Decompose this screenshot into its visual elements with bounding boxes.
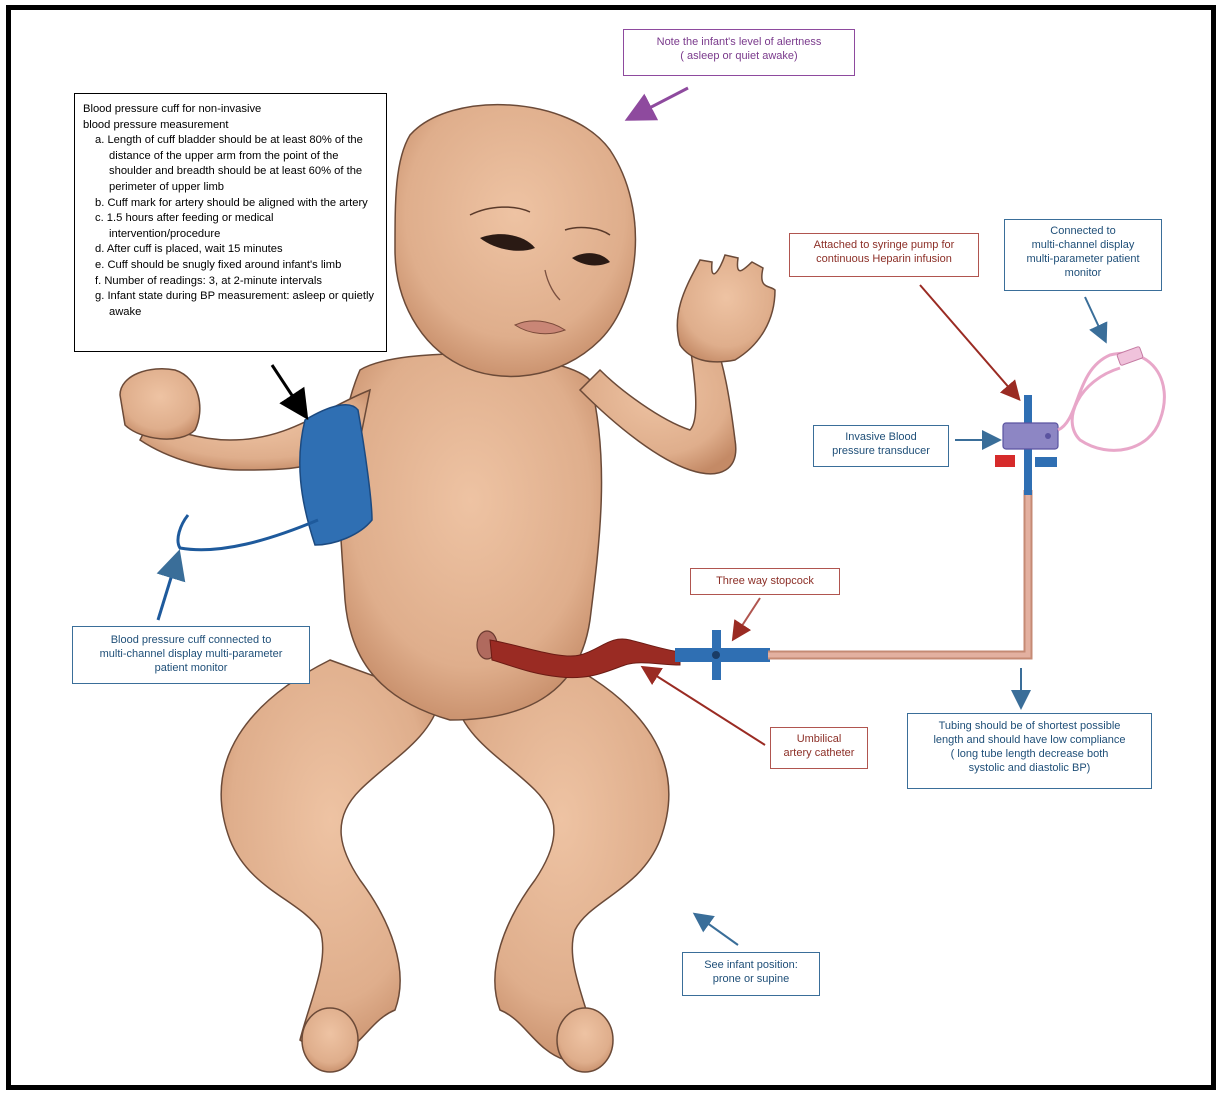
alertness-line-2: ( asleep or quiet awake) — [628, 49, 850, 63]
left-foot — [302, 1008, 358, 1072]
monitor-line-3: multi-parameter patient — [1007, 252, 1159, 266]
position-arrow — [696, 915, 738, 945]
alertness-label: Note the infant's level of alertness ( a… — [623, 29, 855, 76]
transducer-line-2: pressure transducer — [816, 444, 946, 458]
cuff-item-e: e. Cuff should be snugly fixed around in… — [95, 258, 378, 274]
cuff-item-c: c. 1.5 hours after feeding or medical in… — [95, 211, 378, 242]
monitor-arrow — [1085, 297, 1105, 340]
stopcock-arrow — [734, 598, 760, 638]
three-way-stopcock — [675, 630, 770, 680]
cuff-heading-line-1: Blood pressure cuff for non-invasive — [83, 102, 378, 118]
monitor-line-2: multi-channel display — [1007, 238, 1159, 252]
alertness-line-1: Note the infant's level of alertness — [628, 35, 850, 49]
catheter-label: Umbilical artery catheter — [770, 727, 868, 769]
left-fist — [120, 369, 200, 439]
cuff-instructions-box: Blood pressure cuff for non-invasive blo… — [74, 93, 387, 352]
syringe-line-1: Attached to syringe pump for — [792, 238, 976, 252]
tubing-line-4: systolic and diastolic BP) — [910, 761, 1149, 775]
tubing-label: Tubing should be of shortest possible le… — [907, 713, 1152, 789]
syringe-pump-label: Attached to syringe pump for continuous … — [789, 233, 979, 277]
cuff-item-d: d. After cuff is placed, wait 15 minutes — [95, 242, 378, 258]
alertness-arrow — [630, 88, 688, 118]
monitor-line-4: monitor — [1007, 266, 1159, 280]
right-hand — [677, 255, 775, 362]
monitor-cable — [1058, 353, 1164, 450]
cuff-item-b: b. Cuff mark for artery should be aligne… — [95, 196, 378, 212]
catheter-line-2: artery catheter — [773, 746, 865, 760]
legs — [221, 660, 669, 1072]
cuff-monitor-label: Blood pressure cuff connected to multi-c… — [72, 626, 310, 684]
syringe-arrow — [920, 285, 1018, 398]
cuff-arrow — [272, 365, 305, 415]
monitor-line-1: Connected to — [1007, 224, 1159, 238]
cuff-item-g: g. Infant state during BP measurement: a… — [95, 289, 378, 320]
stopcock-label: Three way stopcock — [690, 568, 840, 595]
monitor-connection-label: Connected to multi-channel display multi… — [1004, 219, 1162, 291]
position-line-2: prone or supine — [685, 972, 817, 986]
position-line-1: See infant position: — [685, 958, 817, 972]
catheter-line-1: Umbilical — [773, 732, 865, 746]
cuff-item-a: a. Length of cuff bladder should be at l… — [95, 133, 378, 195]
cuff-monitor-line-1: Blood pressure cuff connected to — [75, 633, 307, 647]
cuff-heading-line-2: blood pressure measurement — [83, 118, 378, 134]
transducer-label: Invasive Blood pressure transducer — [813, 425, 949, 467]
catheter-arrow — [644, 668, 765, 745]
right-foot — [557, 1008, 613, 1072]
head — [395, 105, 635, 377]
tubing-line-1: Tubing should be of shortest possible — [910, 719, 1149, 733]
tubing-line-2: length and should have low compliance — [910, 733, 1149, 747]
tubing-line-3: ( long tube length decrease both — [910, 747, 1149, 761]
cuff-instructions-list: a. Length of cuff bladder should be at l… — [83, 133, 378, 320]
cuff-monitor-line-2: multi-channel display multi-parameter — [75, 647, 307, 661]
cuff-item-f: f. Number of readings: 3, at 2-minute in… — [95, 274, 378, 290]
bp-transducer — [995, 395, 1058, 495]
stopcock-line: Three way stopcock — [693, 574, 837, 588]
transducer-line-1: Invasive Blood — [816, 430, 946, 444]
syringe-line-2: continuous Heparin infusion — [792, 252, 976, 266]
cuff-monitor-line-3: patient monitor — [75, 661, 307, 675]
bp-cuff — [178, 405, 372, 550]
cuff-monitor-arrow — [158, 555, 178, 620]
position-label: See infant position: prone or supine — [682, 952, 820, 996]
